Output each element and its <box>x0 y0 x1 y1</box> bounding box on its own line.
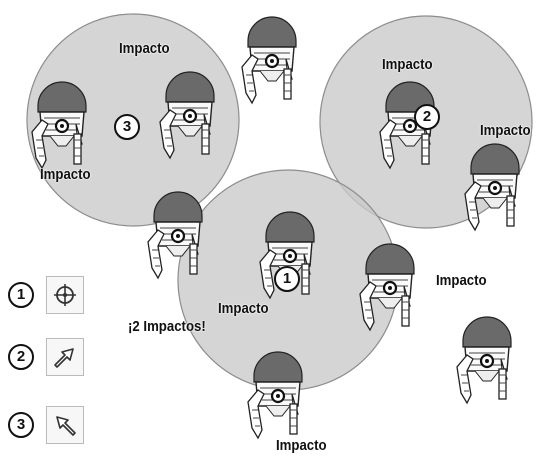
mech-unit-c <box>242 17 296 103</box>
legend-number: 1 <box>8 282 34 308</box>
marker-3: 3 <box>114 114 140 140</box>
arrow-up-right-icon[interactable] <box>46 338 84 376</box>
mech-unit-j <box>248 352 302 438</box>
legend-number: 3 <box>8 412 34 438</box>
impact-label: Impacto <box>119 40 170 57</box>
impact-label: Impacto <box>480 122 531 139</box>
impact-label: Impacto <box>276 437 327 454</box>
legend-row-2: 2 <box>8 338 84 376</box>
impact-label: Impacto <box>218 300 269 317</box>
impact-label: Impacto <box>40 166 91 183</box>
crosshair-icon[interactable] <box>46 276 84 314</box>
mech-unit-f <box>148 192 202 278</box>
mech-unit-e <box>465 144 519 230</box>
two-hits-label: ¡2 Impactos! <box>128 318 206 335</box>
mech-unit-i <box>457 317 511 403</box>
arrow-up-left-icon[interactable] <box>46 406 84 444</box>
impact-label: Impacto <box>436 272 487 289</box>
marker-2: 2 <box>414 104 440 130</box>
impact-label: Impacto <box>382 56 433 73</box>
legend-row-3: 3 <box>8 406 84 444</box>
legend-row-1: 1 <box>8 276 84 314</box>
legend-number: 2 <box>8 344 34 370</box>
marker-1: 1 <box>274 266 300 292</box>
